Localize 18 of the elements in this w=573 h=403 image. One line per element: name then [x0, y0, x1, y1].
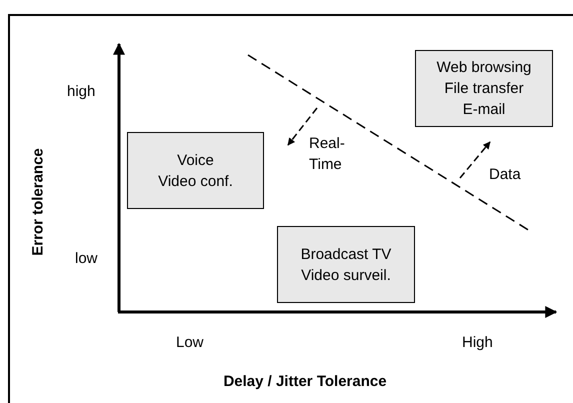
- category-box: [127, 132, 264, 209]
- region-label: Data: [489, 165, 521, 185]
- axis-tick-label: Low: [176, 333, 204, 353]
- axis-title: Error tolerance: [28, 148, 48, 256]
- application-name: File transfer: [444, 79, 524, 99]
- category-box: [415, 50, 553, 127]
- axis-title: Delay / Jitter Tolerance: [223, 372, 387, 392]
- region-label: Real-Time: [309, 134, 346, 175]
- application-name: Video conf.: [158, 172, 233, 192]
- axis-tick-label: high: [67, 82, 96, 102]
- application-name: Broadcast TV: [300, 244, 392, 264]
- axis-tick-label: low: [75, 249, 98, 269]
- category-box: [277, 226, 415, 303]
- application-name: Web browsing: [436, 58, 532, 78]
- axis-tick-label: High: [462, 333, 493, 353]
- application-name: Voice: [177, 150, 214, 170]
- application-name: Video surveil.: [301, 266, 391, 286]
- application-name: E-mail: [462, 100, 506, 120]
